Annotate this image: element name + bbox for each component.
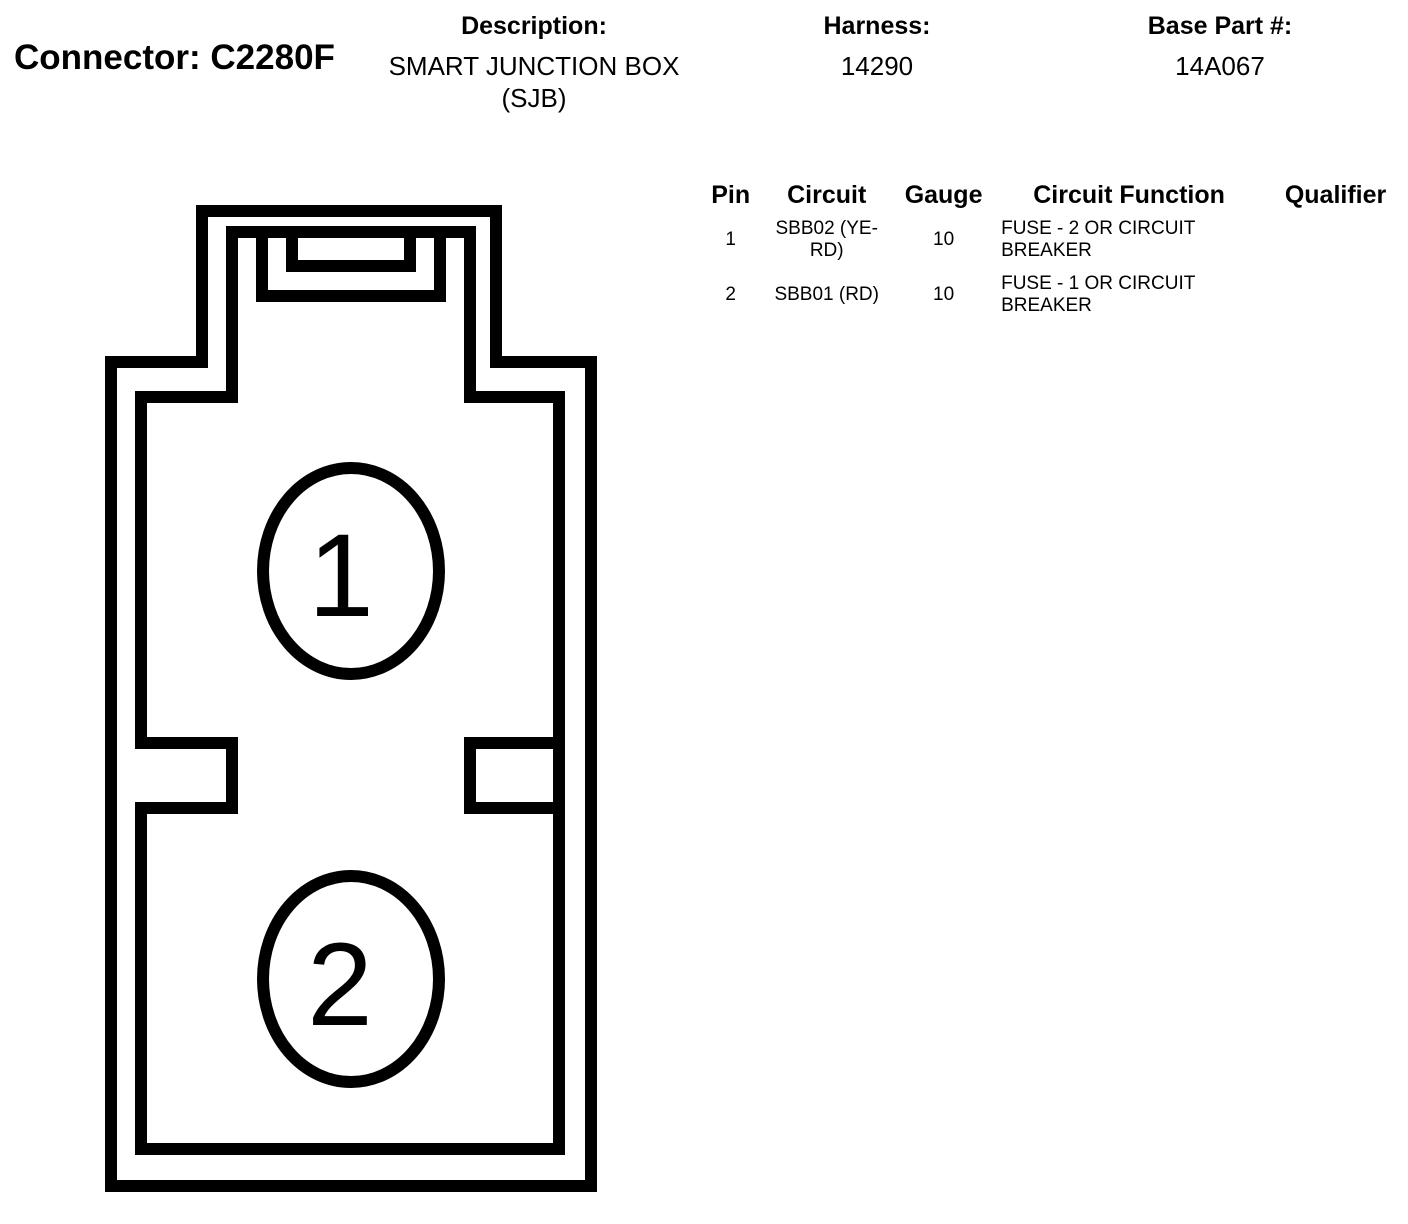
pin-2-label: 2 xyxy=(307,919,373,1051)
function-cell: FUSE - 2 OR CIRCUIT BREAKER xyxy=(995,212,1263,267)
pin-cell: 1 xyxy=(725,228,736,250)
function-cell: FUSE - 1 OR CIRCUIT BREAKER xyxy=(995,267,1263,322)
connector-inner-outline xyxy=(135,226,565,1155)
connector-latch-inner xyxy=(286,232,416,272)
table-row: 1 SBB02 (YE-RD) 10 FUSE - 2 OR CIRCUIT B… xyxy=(700,212,1408,267)
connector-id: C2280F xyxy=(210,38,335,77)
harness-block: Harness: 14290 xyxy=(777,10,977,82)
circuit-cell: SBB02 (YE-RD) xyxy=(761,212,892,267)
connector-latch xyxy=(256,232,446,302)
qualifier-cell xyxy=(1263,267,1408,322)
circuit-text: SBB02 (YE-RD) xyxy=(775,217,878,261)
pin-column-header: Pin xyxy=(711,180,751,209)
basepart-label: Base Part #: xyxy=(1147,12,1293,40)
pin-cell: 2 xyxy=(725,283,736,305)
basepart-block: Base Part #: 14A067 xyxy=(1100,10,1340,82)
table-row: 2 SBB01 (RD) 10 FUSE - 1 OR CIRCUIT BREA… xyxy=(700,267,1408,322)
gauge-cell: 10 xyxy=(933,228,955,250)
function-text: FUSE - 2 OR CIRCUIT BREAKER xyxy=(1001,217,1195,261)
harness-value: 14290 xyxy=(840,51,914,81)
description-value: SMART JUNCTION BOX (SJB) xyxy=(388,51,680,113)
connector-face-diagram: 1 2 xyxy=(105,205,597,1192)
qualifier-cell xyxy=(1263,212,1408,267)
harness-label: Harness: xyxy=(823,12,931,40)
circuit-text: SBB01 (RD) xyxy=(774,283,879,305)
pin-table: Pin Circuit Gauge Circuit Function Quali… xyxy=(700,178,1408,322)
basepart-value: 14A067 xyxy=(1175,51,1265,81)
qualifier-column-header: Qualifier xyxy=(1284,180,1387,209)
gauge-cell: 10 xyxy=(933,283,955,305)
pin-2-cavity xyxy=(257,870,445,1088)
circuit-column-header: Circuit xyxy=(787,180,867,209)
pin-table-header: Pin Circuit Gauge Circuit Function Quali… xyxy=(700,178,1408,212)
connector-title: Connector: C2280F xyxy=(14,38,335,78)
connector-outer-outline xyxy=(105,205,597,1192)
gauge-column-header: Gauge xyxy=(904,180,983,209)
function-text: FUSE - 1 OR CIRCUIT BREAKER xyxy=(1001,272,1195,316)
circuit-cell: SBB01 (RD) xyxy=(761,267,892,322)
description-block: Description: SMART JUNCTION BOX (SJB) xyxy=(370,10,698,114)
description-label: Description: xyxy=(461,12,607,40)
pin-1-cavity xyxy=(257,462,445,680)
function-column-header: Circuit Function xyxy=(1033,180,1225,209)
pin-1-label: 1 xyxy=(308,510,374,642)
connector-label: Connector: xyxy=(14,38,201,77)
